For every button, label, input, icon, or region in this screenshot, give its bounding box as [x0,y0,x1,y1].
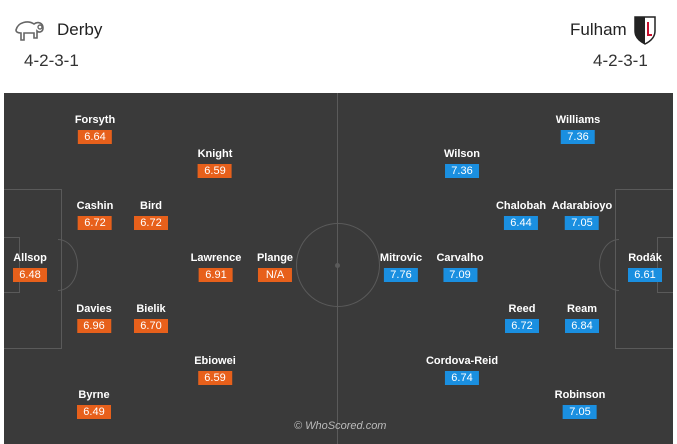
player-card[interactable]: Adarabioyo 7.05 [551,200,613,231]
player-name: Wilson [444,148,480,160]
home-six-yard-box [4,237,20,293]
player-card[interactable]: Cashin 6.72 [76,200,114,231]
player-rating: 6.44 [504,216,538,230]
player-rating: 6.61 [628,268,662,282]
player-card[interactable]: Rodák 6.61 [628,252,662,283]
player-name: Robinson [554,389,606,401]
player-rating: 7.76 [384,268,418,282]
player-rating: 7.09 [442,268,477,282]
player-card[interactable]: Cordova-Reid 6.74 [426,355,498,386]
player-name: Lawrence [190,252,242,264]
watermark: © WhoScored.com [294,420,387,432]
away-team-name[interactable]: Fulham [570,20,627,39]
player-name: Knight [197,148,233,160]
player-card[interactable]: Bielik 6.70 [134,303,168,334]
player-card[interactable]: Reed 6.72 [505,303,539,334]
player-rating: 6.70 [134,319,168,333]
player-name: Carvalho [436,252,484,264]
player-name: Adarabioyo [551,200,613,212]
player-name: Allsop [13,252,47,264]
player-name: Plange [256,252,294,264]
player-name: Reed [508,303,536,315]
player-card[interactable]: Ream 6.84 [565,303,599,334]
player-name: Bird [140,200,162,212]
player-card[interactable]: Bird 6.72 [134,200,168,231]
player-name: Forsyth [74,114,116,126]
fulham-crest-icon [634,16,656,45]
player-name: Cashin [76,200,114,212]
player-rating: 6.84 [565,319,599,333]
player-name: Bielik [136,303,166,315]
player-rating: 6.74 [445,371,479,385]
player-rating: 7.05 [563,405,597,419]
player-card[interactable]: Williams 7.36 [555,114,601,145]
derby-ram-icon [15,21,44,41]
player-rating: 6.91 [199,268,233,282]
away-formation: 4-2-3-1 [593,51,648,70]
player-card[interactable]: Ebiowei 6.59 [194,355,236,386]
player-card[interactable]: Forsyth 6.64 [75,114,115,145]
player-card[interactable]: Allsop 6.48 [13,252,47,283]
player-rating: 6.72 [505,319,539,333]
player-name: Chalobah [495,200,547,212]
player-name: Williams [555,114,601,126]
center-spot [335,263,340,268]
player-rating: 6.49 [77,405,111,419]
player-card[interactable]: Lawrence 6.91 [190,252,242,283]
player-card[interactable]: Robinson 7.05 [554,389,606,420]
player-card[interactable]: Knight 6.59 [197,148,233,179]
player-name: Rodák [628,252,662,264]
player-rating: 7.05 [564,216,599,230]
player-card[interactable]: Byrne 6.49 [77,389,111,420]
player-rating: 6.64 [78,130,112,144]
player-name: Byrne [78,389,110,401]
player-name: Ebiowei [194,355,236,367]
player-card[interactable]: Carvalho 7.09 [436,252,484,283]
player-name: Davies [76,303,112,315]
player-card[interactable]: Mitrovic 7.76 [380,252,422,283]
player-card[interactable]: Davies 6.96 [76,303,112,334]
match-header: Derby 4-2-3-1 Fulham 4-2-3-1 [0,0,677,92]
player-rating: 7.36 [445,164,479,178]
player-name: Ream [567,303,597,315]
home-team-name[interactable]: Derby [57,20,103,39]
pitch: Forsyth 6.64 Knight 6.59 Cashin 6.72 Bird 6.… [4,93,673,444]
player-rating: 6.59 [198,371,232,385]
player-rating: 6.72 [78,216,112,230]
center-circle [296,223,380,307]
player-rating: 6.96 [76,319,111,333]
player-rating: 6.48 [13,268,47,282]
away-six-yard-box [657,237,673,293]
player-name: Mitrovic [379,252,423,264]
player-card[interactable]: Wilson 7.36 [444,148,480,179]
home-formation: 4-2-3-1 [24,51,79,70]
player-rating: N/A [257,268,292,282]
player-card[interactable]: Chalobah 6.44 [496,200,546,231]
player-rating: 7.36 [561,130,595,144]
player-name: Cordova-Reid [425,355,499,367]
player-rating: 6.72 [134,216,168,230]
player-rating: 6.59 [197,164,232,178]
